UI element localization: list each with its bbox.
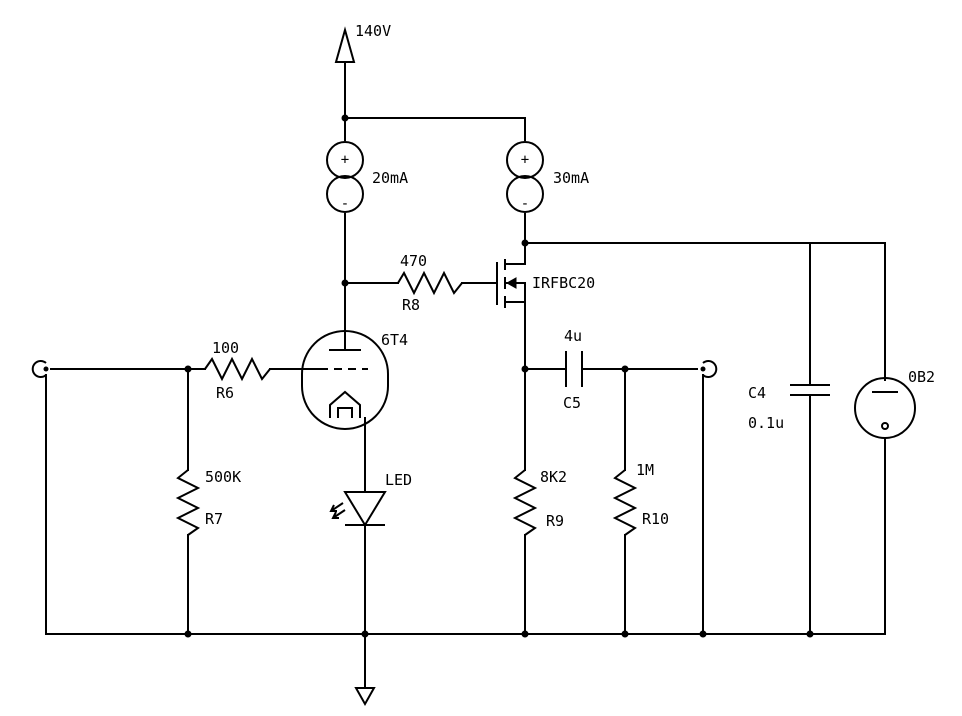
ccs-right-label: 30mA — [553, 169, 589, 187]
supply-arrow-icon — [334, 26, 356, 63]
resistor-r10-icon — [612, 469, 638, 536]
ccs-left-minus: - — [341, 196, 349, 212]
resistor-r7-icon — [175, 469, 201, 536]
output-jack-icon — [700, 360, 718, 378]
vacuum-tube-icon — [301, 330, 389, 430]
led-label: LED — [385, 471, 412, 489]
wires — [45, 61, 886, 689]
tube-label: 6T4 — [381, 331, 408, 349]
junction-dot — [341, 279, 349, 287]
capacitor-c5-icon — [565, 351, 583, 387]
r10-ref: R10 — [642, 510, 669, 528]
r6-value: 100 — [212, 339, 239, 357]
c4-value: 0.1u — [748, 414, 784, 432]
mosfet-icon — [496, 259, 526, 311]
c5-ref: C5 — [563, 394, 581, 412]
resistor-r8-icon — [397, 270, 463, 296]
junction-dot — [699, 630, 707, 638]
r7-value: 500K — [205, 468, 241, 486]
current-source-left-icon — [326, 141, 364, 213]
r8-value: 470 — [400, 252, 427, 270]
ccs-left-label: 20mA — [372, 169, 408, 187]
gas-regulator-tube-icon — [854, 377, 916, 439]
junction-dot — [621, 630, 629, 638]
resistor-r6-icon — [204, 356, 271, 382]
ccs-right-plus: + — [521, 152, 529, 168]
supply-label: 140V — [355, 22, 391, 40]
c4-ref: C4 — [748, 384, 766, 402]
ccs-right-minus: - — [521, 196, 529, 212]
input-jack-icon — [31, 360, 49, 378]
ground-icon — [354, 687, 376, 707]
junction-dot — [361, 630, 369, 638]
r6-ref: R6 — [216, 384, 234, 402]
junction-dot — [341, 114, 349, 122]
ccs-left-plus: + — [341, 152, 349, 168]
r7-ref: R7 — [205, 510, 223, 528]
r8-ref: R8 — [402, 296, 420, 314]
c5-value: 4u — [564, 327, 582, 345]
junction-dot — [521, 630, 529, 638]
resistor-r9-icon — [512, 469, 538, 536]
junction-dot — [621, 365, 629, 373]
regulator-label: 0B2 — [908, 368, 935, 386]
mosfet-label: IRFBC20 — [532, 274, 595, 292]
r10-value: 1M — [636, 461, 654, 479]
junction-dot — [184, 365, 192, 373]
junction-dot — [521, 365, 529, 373]
junction-dots — [184, 114, 814, 638]
led-icon — [329, 491, 387, 527]
current-source-right-icon — [506, 141, 544, 213]
junction-dot — [521, 239, 529, 247]
junction-dot — [184, 630, 192, 638]
junction-dot — [806, 630, 814, 638]
capacitor-c4-icon — [790, 384, 830, 396]
r9-value: 8K2 — [540, 468, 567, 486]
r9-ref: R9 — [546, 512, 564, 530]
